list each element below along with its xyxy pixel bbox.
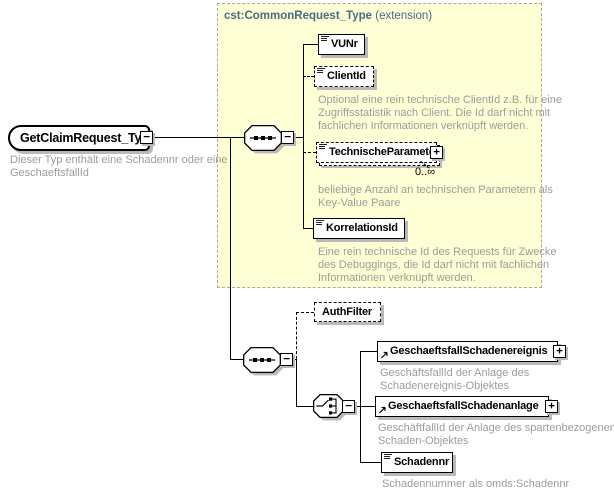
choice-compositor-icon[interactable] (313, 394, 348, 422)
annotation-line: Schadenereignis-Objektes (380, 380, 510, 392)
connector-to-sequence2 (230, 359, 243, 360)
annotation-line: Informationen verknüpft werden. (318, 272, 476, 284)
annotation-line: Key-Value Paare (318, 197, 401, 209)
connector-root-to-sequence (152, 137, 244, 138)
element-technischeparameter-label: TechnischeParameter (329, 146, 439, 158)
text-content-icon (384, 454, 393, 462)
element-clientid[interactable]: ClientId (314, 66, 374, 87)
annotation-line: GeschäftsfallId der Anlage des (380, 367, 530, 379)
connector-seq1-trunk (303, 44, 304, 229)
element-reference-icon (378, 405, 387, 414)
collapse-button-sequence2[interactable]: − (280, 353, 293, 366)
text-content-icon (319, 144, 328, 152)
root-annotation: Dieser Typ enthält eine Schadennr oder e… (10, 154, 228, 180)
annotation-line: des Debuggings, die Id darf nicht mit fa… (318, 259, 550, 271)
annotation-line: Schaden-Objektes (378, 435, 469, 447)
element-geschaeftsfallschadenanlage[interactable]: GeschaeftsfallSchadenanlage (375, 396, 549, 417)
root-element-getclaimrequest-type[interactable]: GetClaimRequest_Type (8, 125, 156, 151)
connector-schadenereignis (360, 351, 377, 352)
element-vunr-label: VUNr (331, 38, 358, 50)
connector-authfilter (296, 312, 314, 313)
clientid-annotation: Optional eine rein technische ClientId z… (318, 94, 562, 133)
element-geschaeftsfallschadenereignis-label: GeschaeftsfallSchadenereignis (390, 345, 548, 357)
annotation-line: Optional eine rein technische ClientId z… (318, 94, 562, 106)
connector-choice-stub (355, 406, 375, 407)
connector-seq1-stub (294, 137, 303, 138)
connector-technischeparameter (303, 152, 316, 153)
element-authfilter-label: AuthFilter (322, 306, 372, 318)
element-clientid-label: ClientId (327, 70, 366, 82)
element-geschaeftsfallschadenereignis[interactable]: GeschaeftsfallSchadenereignis (377, 341, 558, 362)
expand-button-technischeparameter[interactable]: + (430, 146, 443, 159)
text-content-icon (316, 220, 325, 228)
annotation-line: Zugriffsstatistik nach Client. Die Id da… (318, 107, 551, 119)
annotation-line: Eine rein technische Id des Requests für… (318, 246, 557, 258)
connector-seq2-stub (293, 359, 296, 360)
annotation-line: GeschäftfallId der Anlage des spartenbez… (378, 422, 614, 434)
technischeparameter-annotation: beliebige Anzahl an technischen Paramete… (318, 184, 553, 210)
sequence-compositor-icon[interactable] (244, 125, 286, 155)
geschaeftsfallschadenanlage-annotation: GeschäftfallId der Anlage des spartenbez… (378, 422, 614, 448)
connector-clientid (303, 76, 314, 77)
extension-type-name: cst:CommonRequest_Type (224, 10, 373, 22)
text-content-icon (321, 36, 330, 44)
connector-choice-trunk (360, 351, 361, 462)
extension-panel-title: cst:CommonRequest_Type (extension) (224, 10, 432, 22)
element-vunr[interactable]: VUNr (318, 34, 365, 55)
connector-to-choice (296, 406, 313, 407)
element-schadennr[interactable]: Schadennr (381, 452, 453, 473)
element-authfilter[interactable]: AuthFilter (314, 302, 381, 322)
expand-button-geschaeftsfallschadenanlage[interactable]: + (545, 400, 558, 413)
element-technischeparameter[interactable]: TechnischeParameter (316, 142, 439, 163)
collapse-button-root[interactable]: − (140, 131, 153, 144)
geschaeftsfallschadenereignis-annotation: GeschäftsfallId der Anlage des Schadener… (380, 367, 529, 393)
element-korrelationsid[interactable]: KorrelationsId (313, 218, 405, 239)
element-korrelationsid-label: KorrelationsId (326, 222, 398, 234)
connector-vunr (303, 44, 318, 45)
connector-schadennr (360, 462, 381, 463)
connector-seq2-trunk-down (296, 359, 297, 406)
annotation-line: beliebige Anzahl an technischen Paramete… (318, 184, 553, 196)
text-content-icon (317, 68, 326, 76)
root-annotation-line: Dieser Typ enthält eine Schadennr oder e… (10, 154, 228, 166)
root-annotation-line: GeschaeftsfallId (10, 167, 89, 179)
element-reference-icon (380, 350, 389, 359)
occurrence-label: 0..∞ (415, 166, 436, 178)
expand-button-geschaeftsfallschadenereignis[interactable]: + (553, 345, 566, 358)
element-geschaeftsfallschadenanlage-label: GeschaeftsfallSchadenanlage (388, 400, 539, 412)
connector-seq2-trunk-up (296, 312, 297, 359)
schadennr-annotation: Schadennummer als omds:Schadennr (382, 478, 569, 491)
root-element-label: GetClaimRequest_Type (20, 131, 156, 145)
connector-korrelationsid (303, 228, 313, 229)
element-schadennr-label: Schadennr (394, 456, 450, 468)
annotation-line: fachlichen Informationen verknüpft werde… (318, 120, 529, 132)
sequence-compositor-icon[interactable] (243, 347, 285, 377)
collapse-button-choice[interactable]: − (342, 400, 355, 413)
annotation-line: Schadennummer als omds:Schadennr (382, 478, 570, 490)
connector-branch-vertical (230, 137, 231, 360)
korrelationsid-annotation: Eine rein technische Id des Requests für… (318, 246, 556, 285)
collapse-button-sequence1[interactable]: − (281, 131, 294, 144)
extension-label: (extension) (375, 10, 433, 22)
